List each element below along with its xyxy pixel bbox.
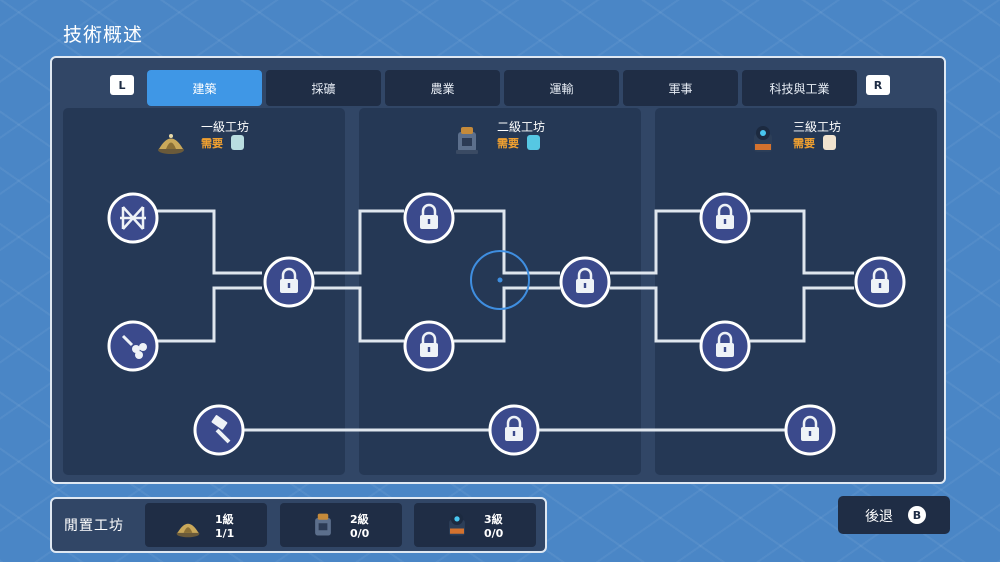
- tier-3-requires: 需要: [793, 137, 815, 150]
- tower-workshop-icon: [315, 513, 331, 536]
- slot-level: 1級: [215, 513, 234, 526]
- slot-level: 3級: [484, 513, 503, 526]
- workshop-slot-tier-2[interactable]: 2級 0/0: [280, 503, 402, 547]
- r-shoulder-badge[interactable]: R: [866, 75, 890, 95]
- tier-3-header: 三級工坊 需要: [655, 118, 937, 162]
- scaffold-icon: [120, 206, 146, 230]
- tier-2-requires: 需要: [497, 137, 519, 150]
- connector: [133, 286, 262, 343]
- tier-3-requirement-icon: [823, 135, 836, 150]
- connector: [610, 209, 702, 275]
- tech-node-locked[interactable]: [403, 320, 455, 372]
- tech-node-pellets[interactable]: [107, 320, 159, 372]
- tier-1-requirement-icon: [231, 135, 244, 150]
- tech-node-hammer[interactable]: [193, 404, 245, 456]
- tier-2-requirement-icon: [527, 135, 540, 150]
- tech-node-locked[interactable]: [403, 192, 455, 244]
- placed-workshops-title: 閒置工坊: [64, 518, 124, 534]
- tech-node-locked[interactable]: [699, 192, 751, 244]
- workshop-slot-tier-3[interactable]: 3級 0/0: [414, 503, 536, 547]
- page-title: 技術概述: [63, 24, 144, 46]
- workshop-slot-tier-1[interactable]: 1級 1/1: [145, 503, 267, 547]
- tab-building[interactable]: 建築: [147, 70, 262, 106]
- connector: [750, 209, 854, 275]
- tech-node-locked[interactable]: [784, 404, 836, 456]
- tech-tree: [107, 192, 906, 456]
- connector: [610, 286, 702, 343]
- connector: [454, 209, 560, 275]
- tab-tech-industry[interactable]: 科技與工業: [742, 70, 857, 106]
- b-button-badge: B: [908, 506, 926, 524]
- connector: [454, 286, 560, 343]
- tech-node-locked[interactable]: [263, 256, 315, 308]
- tech-node-scaffold[interactable]: [107, 192, 159, 244]
- tech-node-locked[interactable]: [488, 404, 540, 456]
- yurt-workshop-icon: [176, 523, 200, 538]
- selection-cursor: [470, 250, 530, 310]
- hammer-pellets-icon: [121, 334, 147, 359]
- reactor-workshop-icon: [449, 512, 465, 536]
- yurt-workshop-icon: [158, 134, 184, 154]
- tier-1-header: 一級工坊 需要: [63, 118, 345, 162]
- tier-2-header: 二級工坊 需要: [359, 118, 641, 162]
- tier-1-name: 一級工坊: [201, 120, 250, 134]
- tech-node-locked[interactable]: [854, 256, 906, 308]
- connector: [314, 286, 404, 343]
- tab-farming[interactable]: 農業: [385, 70, 500, 106]
- slot-count: 0/0: [484, 527, 504, 540]
- slot-count: 1/1: [215, 527, 235, 540]
- slot-level: 2級: [350, 513, 369, 526]
- placed-workshops-panel: 閒置工坊 1級 1/1 2級 0/0 3級 0/0: [50, 497, 547, 553]
- reactor-workshop-icon: [754, 126, 772, 152]
- tech-node-locked[interactable]: [559, 256, 611, 308]
- connector: [750, 286, 854, 343]
- back-button[interactable]: 後退 B: [838, 496, 950, 534]
- tier-1-requires: 需要: [201, 137, 223, 150]
- slot-count: 0/0: [350, 527, 370, 540]
- tree-connectors: [133, 209, 854, 432]
- connector: [133, 209, 262, 275]
- tech-overview-panel: L 建築 採礦 農業 運輸 軍事 科技與工業 R 一級工坊 需要: [50, 56, 946, 484]
- hammer-icon: [211, 415, 231, 444]
- tab-mining[interactable]: 採礦: [266, 70, 381, 106]
- back-label: 後退: [865, 509, 893, 525]
- tier-2-name: 二級工坊: [497, 120, 546, 134]
- tower-workshop-icon: [456, 127, 478, 154]
- l-shoulder-badge[interactable]: L: [110, 75, 134, 95]
- connector: [314, 209, 404, 275]
- tech-node-locked[interactable]: [699, 320, 751, 372]
- tier-3-name: 三級工坊: [793, 120, 842, 134]
- tab-transport[interactable]: 運輸: [504, 70, 619, 106]
- tab-military[interactable]: 軍事: [623, 70, 738, 106]
